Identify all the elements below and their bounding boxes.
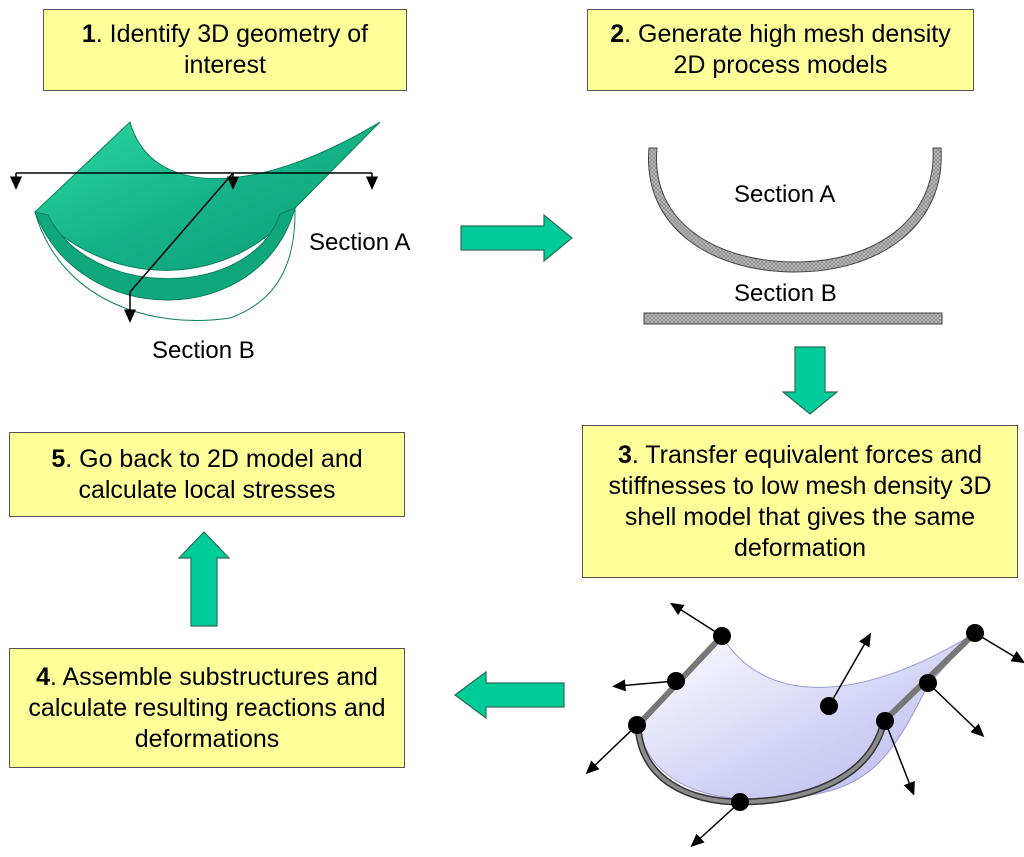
section-a-mesh [648,147,942,273]
step-3-text: . Transfer equivalent forces and stiffne… [608,440,992,562]
green-trough-model [34,121,381,321]
section-a-label-left: Section A [309,229,411,256]
step-4-number: 4 [36,662,50,691]
step-1-text: . Identify 3D geometry of interest [95,20,369,79]
step-5-text: . Go back to 2D model and calculate loca… [65,444,363,504]
step-4-text: . Assemble substructures and calculate r… [28,662,386,753]
node-points [628,624,984,811]
step-2-number: 2 [610,20,625,48]
step-5-box: 5. Go back to 2D model and calculate loc… [9,432,405,517]
section-lines [10,172,378,323]
step-3-number: 3 [617,440,632,469]
step-2-box: 2. Generate high mesh density 2D process… [587,9,974,91]
step-3-box: 3. Transfer equivalent forces and stiffn… [582,425,1018,578]
step-2-text: . Generate high mesh density 2D process … [624,20,951,79]
section-b-label-left: Section B [152,337,255,364]
arrow-up-step4-to-step5 [177,531,231,627]
section-b-label-right: Section B [734,280,837,307]
section-b-mesh [643,312,943,325]
arrow-right-step1-to-step2 [460,213,573,263]
step-1-number: 1 [81,20,96,48]
shell-model [634,630,978,806]
arrow-down-step2-to-step3 [781,346,839,415]
arrow-left-step3-to-step4 [453,670,565,720]
section-a-label-right: Section A [734,181,836,208]
step-5-number: 5 [51,444,66,473]
step-1-box: 1. Identify 3D geometry of interest [43,9,407,91]
step-4-box: 4. Assemble substructures and calculate … [9,648,405,768]
flow-arrows [177,213,839,720]
force-arrows [585,602,1024,848]
